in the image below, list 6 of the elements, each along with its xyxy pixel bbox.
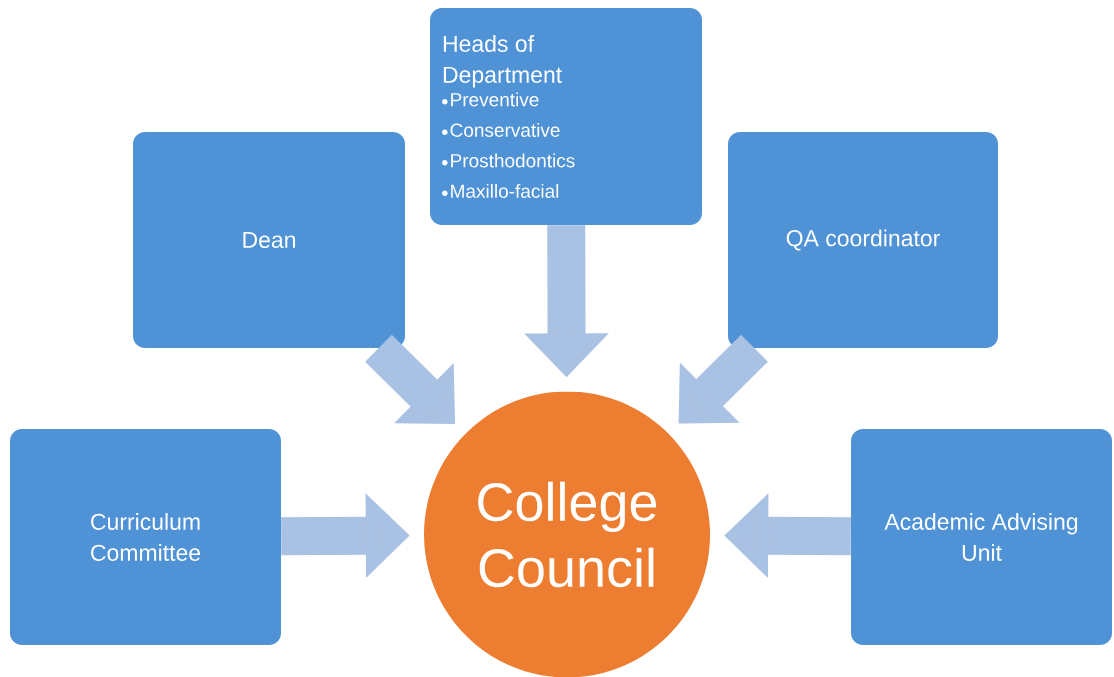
role-box: Dean [133,132,405,348]
role-box: Academic Advising Unit [851,429,1112,645]
role-box: QA coordinator [728,132,998,348]
block-arrow [678,334,768,424]
role-box: Curriculum Committee [10,429,281,645]
list-box: Heads of Department Preventive Conservative Prosthodontics Maxillo-facial [430,8,702,225]
